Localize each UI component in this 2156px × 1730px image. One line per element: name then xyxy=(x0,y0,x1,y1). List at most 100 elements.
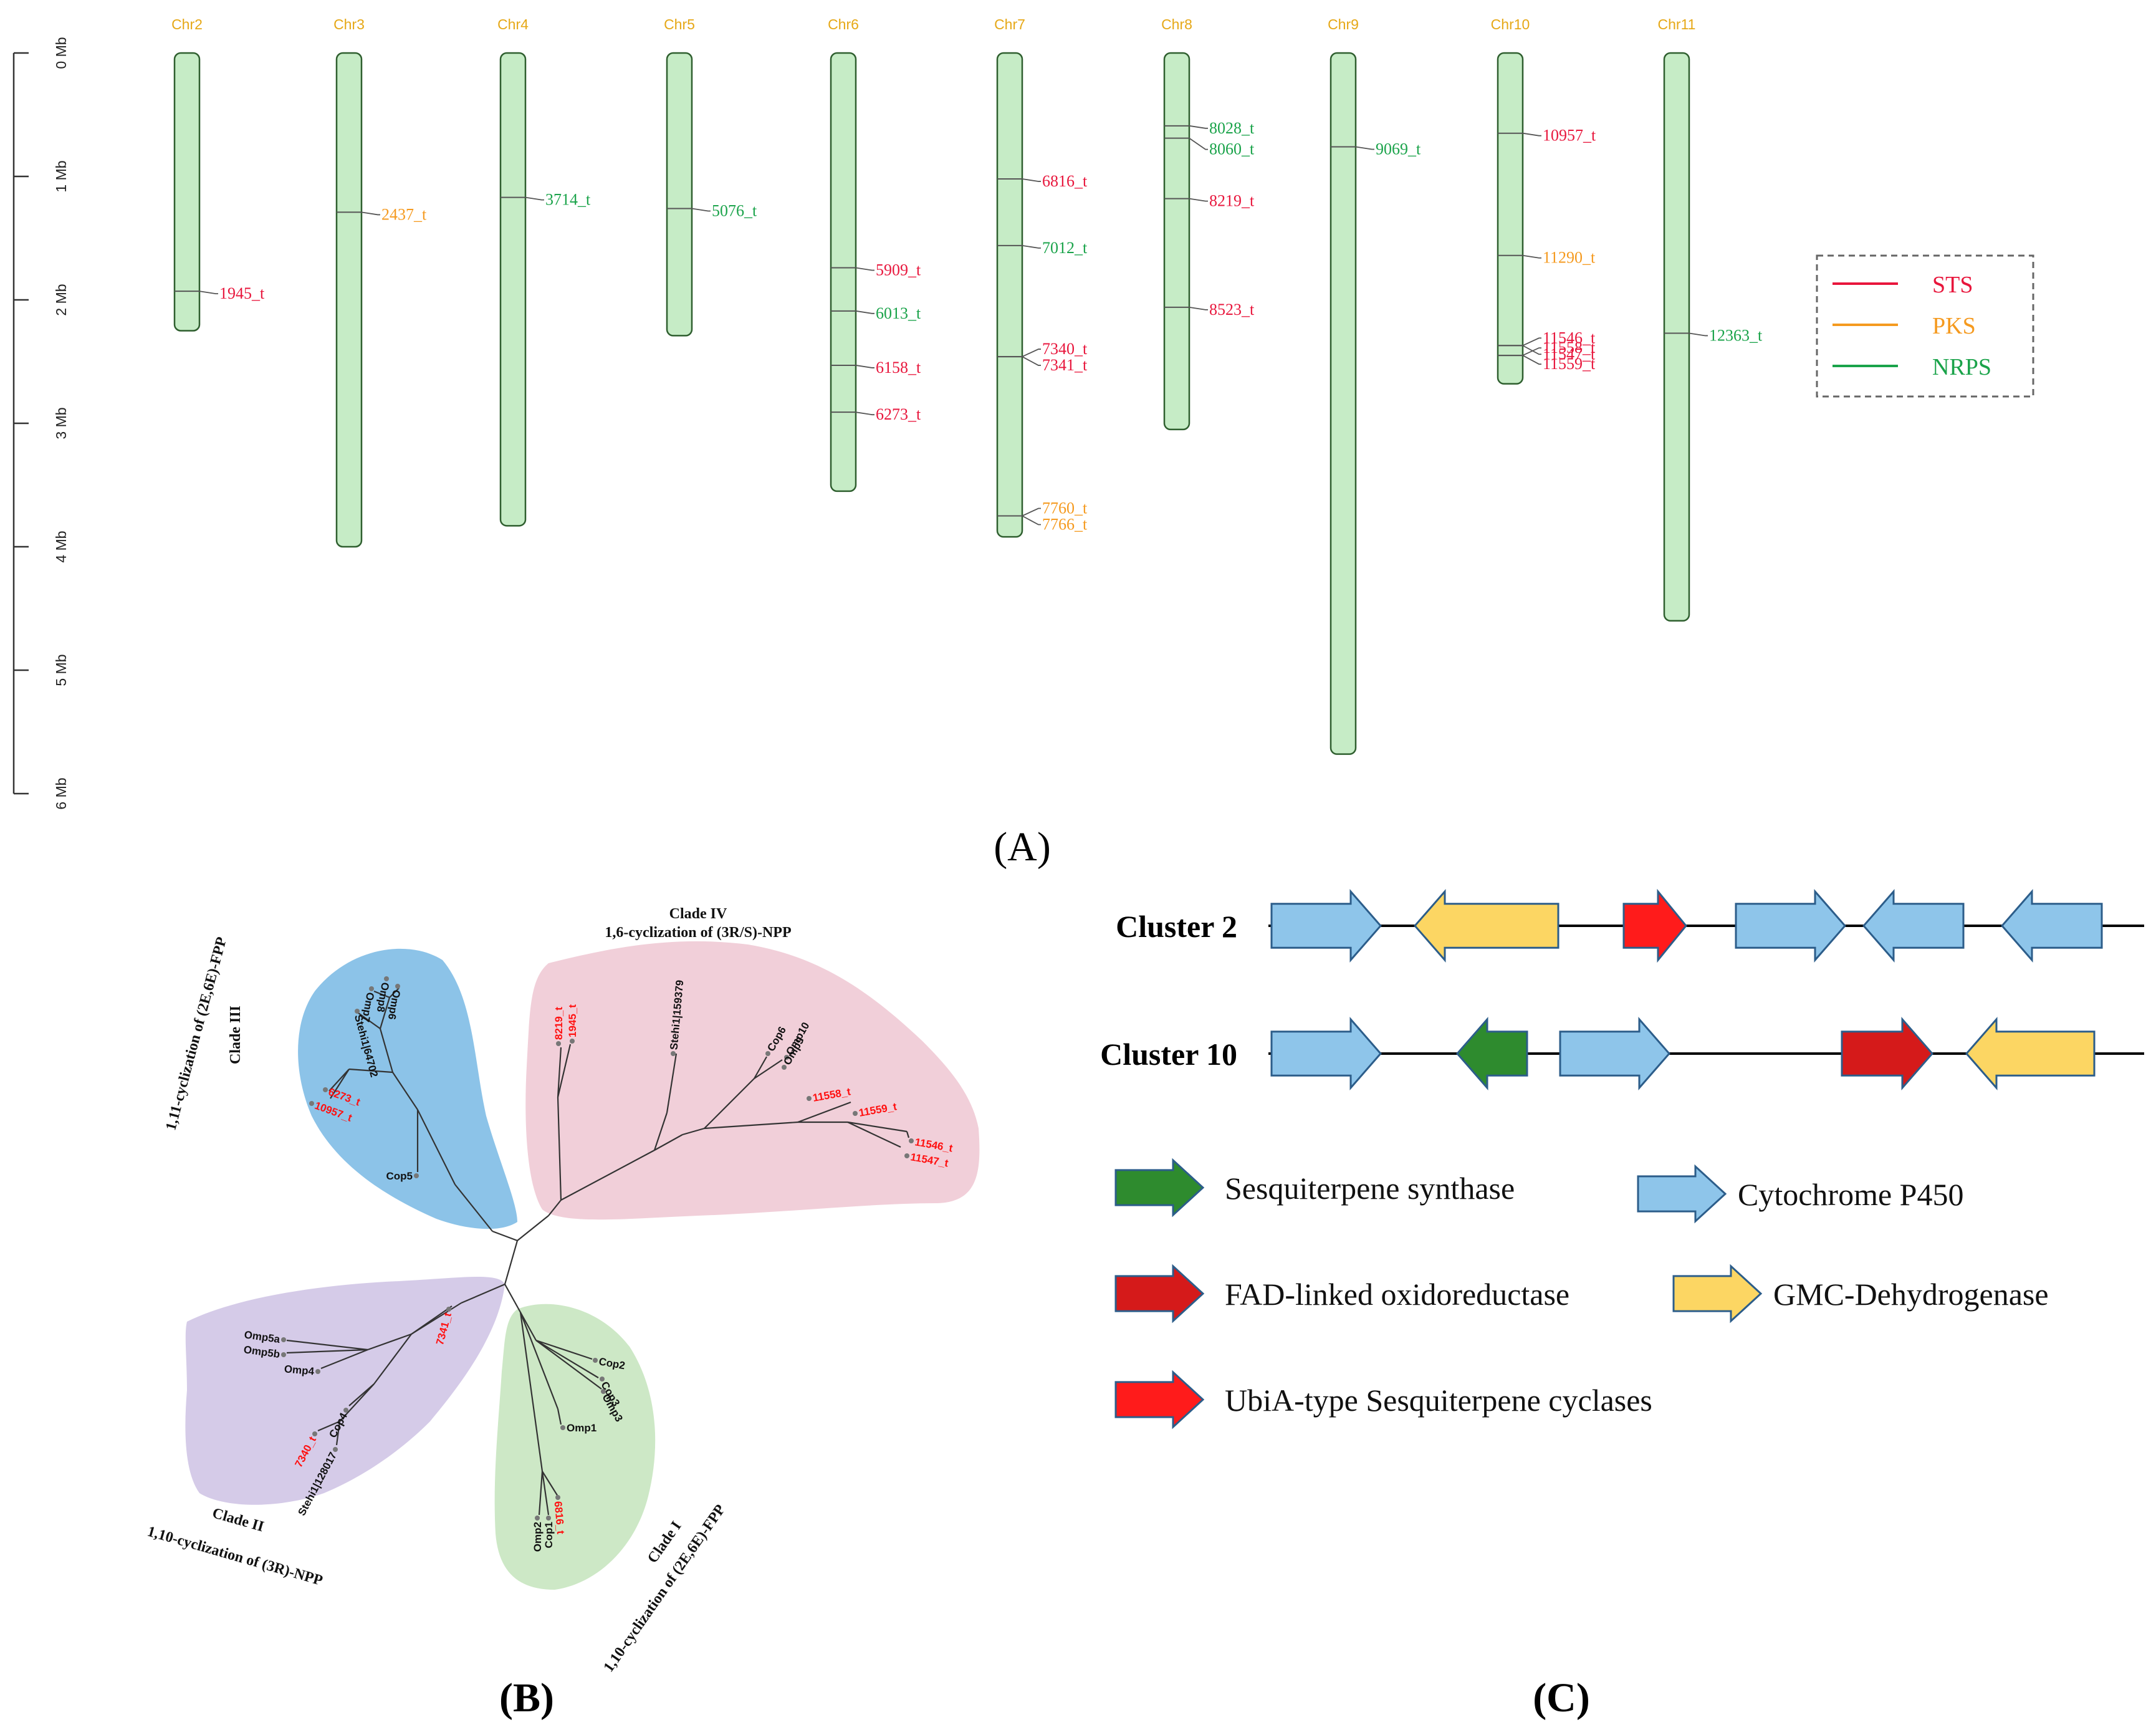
gene-label: 11559_t xyxy=(1543,355,1596,373)
gene-connector xyxy=(1022,244,1041,249)
gene-arrow xyxy=(1965,1017,2096,1090)
tree-branch xyxy=(379,997,391,1029)
gene-label: 10957_t xyxy=(1543,127,1596,145)
gene-connector xyxy=(855,365,874,368)
tree-tip xyxy=(560,1425,565,1430)
tree-branch xyxy=(541,1471,550,1516)
gene-arrow xyxy=(1735,889,1846,963)
tree-tip xyxy=(281,1352,286,1357)
tree-branch xyxy=(411,1305,453,1335)
scale-tick-label: 3 Mb xyxy=(53,407,69,439)
tree-tip xyxy=(909,1138,914,1143)
tree-leaf-label: Omp2 xyxy=(532,1522,544,1552)
key-label: GMC-Dehydrogenase xyxy=(1773,1277,2049,1312)
gene-connector xyxy=(199,291,218,295)
tree-branch xyxy=(557,1097,562,1201)
tree-branch xyxy=(461,1283,505,1304)
clade-ii-title: Clade II xyxy=(211,1505,266,1535)
cluster-label: Cluster 10 xyxy=(1100,1037,1237,1072)
panel-c-label: (C) xyxy=(1533,1675,1590,1721)
tree-branches xyxy=(286,988,910,1516)
gene-label: 6013_t xyxy=(876,304,921,322)
tree-branch xyxy=(320,1348,368,1370)
key-swatch xyxy=(1672,1264,1763,1324)
chromosome-label: Chr2 xyxy=(171,16,203,32)
panel-a-chromosome-map: 0 Mb1 Mb2 Mb3 Mb4 Mb5 Mb6 Mb Chr21945_tC… xyxy=(12,16,2034,810)
tree-branch xyxy=(542,1471,558,1497)
gene-connector xyxy=(1022,356,1041,366)
chromosome-label: Chr6 xyxy=(828,16,859,32)
chromosome-bar xyxy=(1663,52,1690,622)
tree-branch xyxy=(906,1131,910,1138)
scale-bar: 0 Mb1 Mb2 Mb3 Mb4 Mb5 Mb6 Mb xyxy=(12,37,69,810)
tree-branch xyxy=(754,1056,767,1079)
tree-branch xyxy=(535,1340,599,1378)
gene-connector xyxy=(855,411,874,416)
tree-branch xyxy=(417,1109,456,1185)
tree-tip xyxy=(555,1495,560,1500)
tree-branch xyxy=(654,1134,683,1151)
tree-branch xyxy=(373,1334,412,1385)
legend-label: NRPS xyxy=(1932,354,1991,380)
tree-branch xyxy=(286,1348,368,1354)
tree-tip xyxy=(904,1153,909,1158)
tree-branch xyxy=(504,1240,519,1285)
tree-branch xyxy=(373,990,390,999)
tree-branch xyxy=(317,1420,340,1432)
chromosome-bar xyxy=(830,52,857,493)
chromosome-label: Chr4 xyxy=(497,16,529,32)
legend-label: STS xyxy=(1932,272,1973,298)
chromosome-label: Chr7 xyxy=(994,16,1025,32)
gene-connector xyxy=(1022,178,1041,182)
tree-branch xyxy=(557,1044,572,1098)
clade-iii-area xyxy=(298,948,517,1229)
legend-label: PKS xyxy=(1932,313,1976,339)
clade-iii-subtitle: 1,11-cyclization of (2E,6E)-FPP xyxy=(163,935,230,1132)
gene-connector xyxy=(1189,306,1208,310)
tree-branch xyxy=(328,1069,350,1092)
scale-tick-label: 0 Mb xyxy=(53,37,69,69)
chromosome-bar xyxy=(996,52,1023,538)
gene-connector xyxy=(525,196,544,201)
tree-tip xyxy=(369,986,374,991)
panel-a-label: (A) xyxy=(994,824,1051,870)
gene-arrow xyxy=(2001,889,2103,963)
tree-branch xyxy=(335,1421,341,1446)
chromosome-bar xyxy=(173,52,201,332)
tree-branch xyxy=(348,1383,375,1406)
tree-branch xyxy=(847,1121,908,1133)
gene-label: 7766_t xyxy=(1042,516,1088,534)
gene-connector xyxy=(361,211,380,216)
key-swatch xyxy=(1114,1158,1205,1218)
gene-label: 6158_t xyxy=(876,358,921,377)
tree-branch xyxy=(704,1121,798,1130)
gene-label: 2437_t xyxy=(381,205,427,223)
chromosome-bar xyxy=(1163,52,1191,431)
gene-connector xyxy=(1522,254,1541,259)
tree-branch xyxy=(339,1383,375,1422)
clade-ii-subtitle: 1,10-cyclization of (3R)-NPP xyxy=(145,1524,324,1589)
tree-tip xyxy=(807,1096,812,1101)
key-label: Cytochrome P450 xyxy=(1738,1177,1963,1212)
tree-tip xyxy=(765,1051,770,1056)
gene-connector xyxy=(1022,515,1041,526)
clade-iv-title: Clade IV xyxy=(669,906,727,922)
tree-tip xyxy=(281,1337,286,1342)
tree-tip xyxy=(601,1389,606,1394)
gene-arrow xyxy=(1559,1017,1670,1090)
gene-arrow xyxy=(1270,1017,1382,1090)
gene-arrow xyxy=(1862,889,1965,963)
tree-leaf-label: Omp1 xyxy=(567,1422,596,1434)
tree-tip xyxy=(312,1431,317,1436)
tree-tip xyxy=(355,1009,360,1014)
tree-tip xyxy=(384,976,389,981)
tree-branch xyxy=(797,1101,851,1123)
tree-branch xyxy=(754,1059,783,1079)
chromosome-bar xyxy=(666,52,693,337)
gene-label: 6273_t xyxy=(876,405,921,423)
tree-branch xyxy=(520,1312,537,1341)
tree-branch xyxy=(367,1333,412,1351)
gene-label: 7012_t xyxy=(1042,239,1088,257)
tree-tip xyxy=(556,1041,561,1046)
